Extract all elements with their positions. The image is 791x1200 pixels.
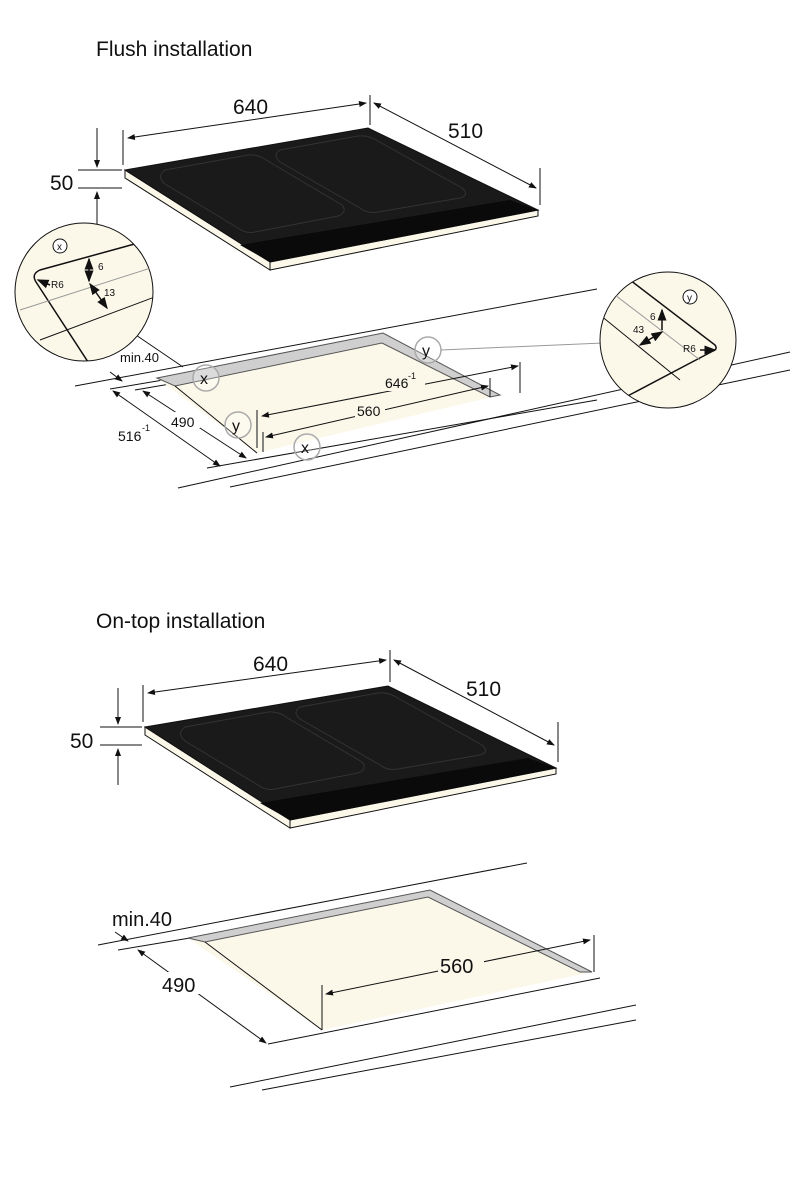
ontop-height-label: 50 <box>70 730 93 753</box>
flush-cutout-inner-depth: 490 <box>171 414 195 430</box>
detail-x-step: 6 <box>98 262 104 273</box>
flush-cutout-outer-depth-tol: -1 <box>142 423 150 433</box>
ontop-cooktop <box>143 685 558 829</box>
ontop-dimensions: 640 510 50 <box>70 650 559 785</box>
ontop-depth-label: 510 <box>466 678 501 701</box>
detail-y-step: 6 <box>650 312 656 323</box>
flush-cutout-inner-width: 560 <box>357 403 381 419</box>
flush-min-gap-label: min.40 <box>120 350 159 365</box>
ontop-installation-title: On-top installation <box>96 610 266 633</box>
flush-installation-title: Flush installation <box>96 38 253 61</box>
flush-dimensions: 640 510 50 <box>50 95 541 228</box>
detail-x-label: x <box>57 242 62 253</box>
ontop-min-gap-label: min.40 <box>112 909 172 931</box>
detail-y-rim: 43 <box>633 325 645 336</box>
detail-x-rim: 13 <box>104 288 116 299</box>
ontop-width-label: 640 <box>253 653 288 676</box>
flush-cutout-dimensions: min.40 646 -1 560 516 -1 490 x y y x <box>109 330 604 467</box>
flush-width-label: 640 <box>233 96 268 119</box>
detail-x: x R6 6 13 <box>14 222 154 362</box>
flush-cutout-outer-width-tol: -1 <box>408 371 416 381</box>
flush-height-label: 50 <box>50 172 73 195</box>
detail-y: y R6 6 43 <box>599 271 737 409</box>
detail-y-label: y <box>687 293 692 304</box>
flush-cutout-outer-width: 646 <box>385 375 409 391</box>
marker-x-back: x <box>200 371 208 388</box>
marker-y-front: y <box>232 418 240 435</box>
ontop-cutout-depth: 490 <box>162 975 195 997</box>
flush-cutout-outer-depth: 516 <box>118 428 142 444</box>
marker-x-front: x <box>301 440 309 457</box>
ontop-cutout-width: 560 <box>440 956 473 978</box>
detail-x-radius: R6 <box>51 280 64 291</box>
marker-y-back: y <box>422 343 430 360</box>
detail-y-radius: R6 <box>683 344 696 355</box>
ontop-cutout-dimensions: min.40 560 490 <box>112 909 591 1044</box>
flush-cooktop <box>123 127 540 271</box>
flush-depth-label: 510 <box>448 120 483 143</box>
